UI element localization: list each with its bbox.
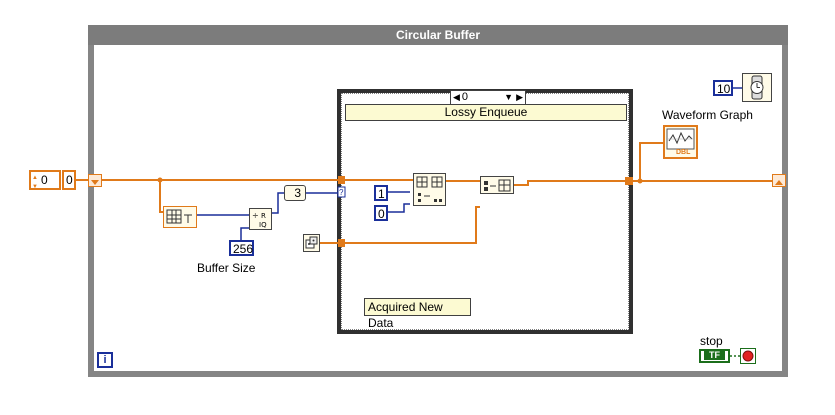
case-label: Lossy Enqueue — [345, 104, 627, 121]
iteration-terminal: i — [97, 352, 113, 368]
constant-zero[interactable]: 0 — [374, 205, 388, 221]
wristwatch-icon — [750, 75, 764, 100]
wire-split-to-out — [514, 180, 628, 186]
array-subset-node[interactable] — [413, 173, 446, 206]
constant-three-value: 3 — [294, 186, 301, 200]
wire-0-to-build — [386, 203, 410, 213]
stop-label: stop — [700, 334, 723, 348]
stop-control-terminal[interactable]: TF — [699, 349, 730, 363]
quotient-remainder-icon: ÷ R IQ — [252, 211, 267, 229]
buffer-size-constant[interactable]: 256 — [229, 240, 254, 256]
wire-divide-to-three — [272, 192, 284, 214]
wait-ms-node[interactable] — [742, 73, 772, 102]
numeric-decrement-icon[interactable]: ▼ — [32, 184, 38, 190]
buffer-size-label: Buffer Size — [197, 261, 256, 275]
svg-text:IQ: IQ — [259, 221, 267, 229]
svg-text:R: R — [261, 212, 266, 220]
constant-one[interactable]: 1 — [374, 185, 388, 201]
wait-ms-value: 10 — [717, 82, 731, 96]
down-arrow-icon — [91, 180, 99, 185]
while-loop-frame — [88, 25, 788, 377]
dice-icon — [305, 236, 318, 249]
shift-register-right[interactable] — [772, 174, 786, 187]
info-icon: i — [103, 354, 107, 366]
case-selector[interactable]: ◀0 ▼ ▶ — [450, 90, 526, 105]
constant-one-value: 1 — [378, 187, 385, 201]
svg-text:?: ? — [339, 188, 344, 197]
loop-condition-terminal[interactable] — [740, 348, 756, 364]
stop-wire — [730, 355, 741, 357]
wire-to-graph — [639, 142, 663, 181]
initial-indicator-value: 0 — [66, 173, 73, 187]
wait-wire — [733, 87, 743, 89]
array-size-node[interactable] — [163, 206, 197, 228]
while-loop-title: Circular Buffer — [88, 25, 788, 45]
initial-value-control[interactable]: ▲ ▼ 0 — [29, 170, 61, 190]
wire-random — [320, 206, 480, 244]
quotient-remainder-node[interactable]: ÷ R IQ — [249, 208, 272, 230]
case-prev-arrow-icon[interactable]: ◀ — [453, 92, 460, 102]
graph-type-label: DBL — [676, 149, 691, 156]
stop-sign-icon — [742, 350, 754, 362]
case-selector-value: 0 — [461, 91, 469, 103]
waveform-graph-label: Waveform Graph — [662, 108, 753, 122]
random-number-node[interactable] — [303, 234, 320, 252]
constant-zero-value: 0 — [378, 207, 385, 221]
rotate-array-node[interactable] — [480, 176, 514, 194]
array-size-icon — [166, 209, 192, 224]
initial-value: 0 — [41, 173, 48, 187]
case-dropdown-icon[interactable]: ▼ — [504, 92, 513, 102]
case-next-arrow-icon[interactable]: ▶ — [516, 92, 523, 102]
stop-value: TF — [704, 350, 725, 360]
array-subset-icon — [416, 176, 443, 202]
waveform-graph-terminal[interactable]: DBL — [663, 125, 698, 159]
waveform-graph-icon — [666, 128, 695, 150]
numeric-increment-icon[interactable]: ▲ — [32, 175, 38, 181]
svg-text:÷: ÷ — [252, 211, 259, 220]
up-arrow-icon — [775, 180, 783, 185]
constant-three[interactable]: 3 — [284, 185, 306, 201]
comment-acquired-new-data: Acquired New Data — [364, 298, 471, 330]
shift-register-left[interactable] — [88, 174, 102, 187]
wire-256 — [240, 227, 249, 241]
rotate-array-icon — [484, 179, 511, 192]
buffer-size-value: 256 — [233, 242, 254, 256]
wait-ms-constant[interactable]: 10 — [713, 80, 733, 96]
initial-value-indicator: 0 — [62, 170, 76, 190]
